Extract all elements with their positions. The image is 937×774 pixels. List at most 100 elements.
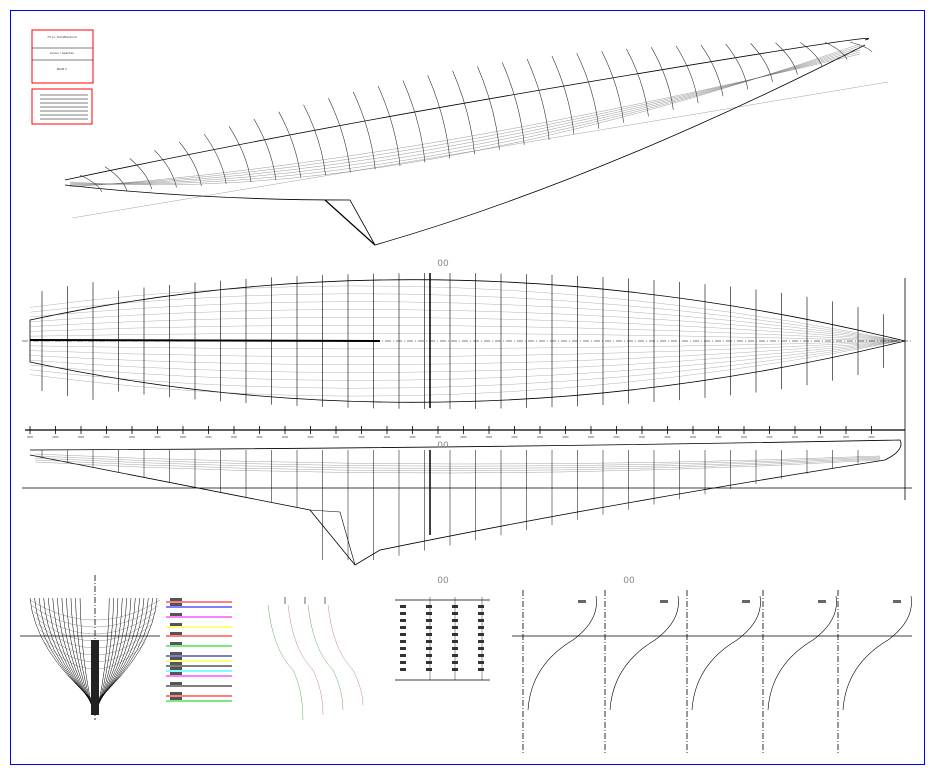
waterline bbox=[29, 340, 901, 389]
frame-line bbox=[700, 44, 724, 97]
section-label bbox=[578, 600, 586, 603]
tick-label bbox=[358, 436, 365, 438]
view-mark: 00 bbox=[623, 576, 635, 586]
table-cell bbox=[400, 619, 406, 622]
frame-line bbox=[402, 80, 426, 163]
frame-line bbox=[651, 47, 674, 110]
frame-line bbox=[800, 42, 823, 68]
section-line bbox=[96, 597, 140, 705]
frame-line bbox=[477, 66, 500, 150]
tick-label bbox=[511, 436, 518, 438]
body-plan bbox=[20, 575, 161, 720]
waterline bbox=[29, 293, 901, 342]
waterline bbox=[69, 47, 861, 185]
frame-line bbox=[278, 111, 302, 178]
table-cell bbox=[426, 626, 432, 629]
tick-label bbox=[333, 436, 339, 438]
curve bbox=[287, 604, 324, 716]
table-cell bbox=[452, 612, 458, 615]
curve bbox=[327, 604, 364, 706]
waterline bbox=[29, 340, 901, 373]
tick-label bbox=[639, 436, 645, 438]
table-cell bbox=[478, 654, 484, 657]
keel-fin bbox=[324, 199, 376, 246]
tick-label bbox=[792, 436, 798, 438]
table-cell bbox=[478, 612, 484, 615]
tick-label bbox=[307, 436, 314, 438]
tick-label bbox=[384, 436, 390, 438]
table-cell bbox=[426, 654, 432, 657]
frame-line bbox=[626, 48, 649, 117]
section-line bbox=[34, 597, 94, 702]
section-line bbox=[96, 597, 127, 708]
section-line bbox=[79, 597, 94, 712]
frame-line bbox=[427, 75, 451, 159]
waterline bbox=[29, 340, 901, 357]
buttock-line bbox=[34, 453, 881, 465]
table-cell bbox=[426, 668, 432, 671]
perspective-view bbox=[64, 37, 889, 246]
section-panels bbox=[512, 590, 912, 755]
tick-label bbox=[435, 436, 441, 438]
legend-label bbox=[170, 623, 182, 626]
section-line bbox=[43, 597, 94, 704]
section-label bbox=[742, 600, 750, 603]
frame-line bbox=[825, 41, 848, 60]
section-line bbox=[57, 597, 94, 707]
frame-line bbox=[576, 53, 600, 129]
frame-line bbox=[775, 42, 798, 75]
curve bbox=[307, 604, 344, 711]
waterline bbox=[29, 599, 161, 621]
waterline bbox=[29, 309, 901, 342]
keel-line bbox=[64, 44, 866, 246]
legend-label bbox=[170, 672, 182, 675]
waterline bbox=[29, 285, 901, 342]
frame-line bbox=[501, 62, 525, 145]
table-cell bbox=[426, 605, 432, 608]
section-line bbox=[29, 597, 94, 701]
tick-label bbox=[231, 436, 237, 438]
section-line bbox=[96, 597, 153, 702]
legend-label bbox=[170, 652, 182, 655]
waterline bbox=[29, 340, 901, 349]
frame-line bbox=[526, 58, 550, 140]
frame-line bbox=[601, 50, 624, 123]
tick-label bbox=[868, 436, 875, 438]
offset-table bbox=[395, 597, 490, 681]
section-curve bbox=[842, 595, 912, 711]
waterline bbox=[69, 45, 861, 185]
table-cell bbox=[400, 654, 406, 657]
legend-label bbox=[170, 682, 182, 685]
waterline bbox=[29, 340, 901, 381]
keel-plan bbox=[29, 339, 381, 342]
section-curve bbox=[527, 595, 597, 711]
table-cell bbox=[478, 640, 484, 643]
section-line bbox=[96, 597, 119, 710]
tick-label bbox=[409, 436, 416, 438]
frame-line bbox=[154, 149, 177, 188]
legend-label bbox=[170, 598, 182, 601]
tick-label bbox=[486, 436, 492, 438]
table-cell bbox=[478, 661, 484, 664]
section-line bbox=[96, 597, 158, 701]
tick-label bbox=[52, 436, 59, 438]
section-line bbox=[66, 597, 94, 709]
fin-keel bbox=[309, 509, 356, 566]
frame-line bbox=[352, 91, 376, 170]
tick-label bbox=[588, 436, 594, 438]
tick-label bbox=[460, 436, 467, 438]
waterline bbox=[69, 53, 861, 188]
section-curve bbox=[691, 595, 761, 711]
frame-line bbox=[104, 166, 128, 191]
frame-line bbox=[551, 55, 575, 135]
waterline bbox=[29, 325, 901, 342]
frame-line bbox=[750, 43, 773, 82]
table-cell bbox=[452, 654, 458, 657]
waterline bbox=[29, 301, 901, 342]
tick-label bbox=[715, 436, 722, 438]
table-cell bbox=[426, 640, 432, 643]
tick-label bbox=[282, 436, 288, 438]
frame-line bbox=[675, 45, 699, 104]
section-line bbox=[70, 597, 94, 710]
title-text: 75 pr. Schattenboot bbox=[47, 35, 78, 39]
